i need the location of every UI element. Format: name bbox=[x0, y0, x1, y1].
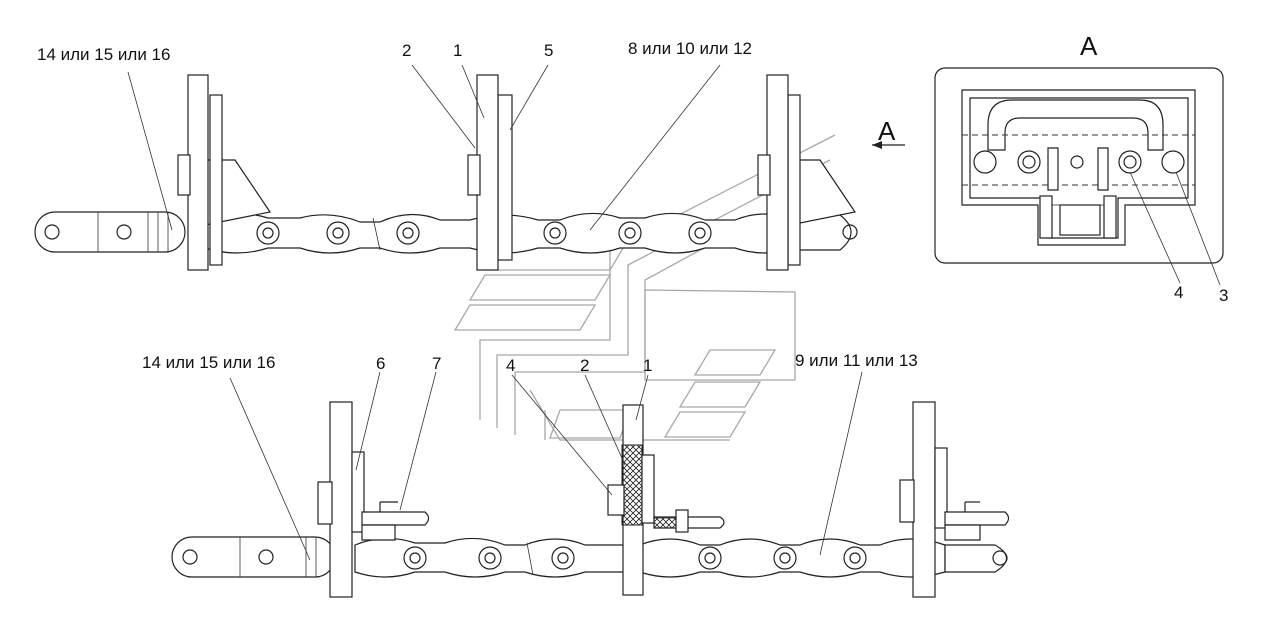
top-end-link bbox=[34, 211, 186, 253]
label-top-2: 2 bbox=[402, 41, 412, 60]
bottom-scraper-1 bbox=[317, 401, 430, 598]
label-bottom-6: 6 bbox=[376, 354, 386, 373]
label-top-right-parts: 8 или 10 или 12 bbox=[628, 39, 752, 58]
label-view-arrow: А bbox=[878, 116, 896, 146]
top-scraper-2 bbox=[467, 74, 513, 271]
label-bottom-left-parts: 14 или 15 или 16 bbox=[142, 353, 276, 372]
top-scraper-1 bbox=[177, 74, 272, 271]
leader-lines bbox=[127, 64, 1221, 561]
label-bottom-4: 4 bbox=[506, 356, 516, 375]
bottom-scraper-3 bbox=[899, 401, 1010, 598]
label-bottom-right-parts: 9 или 11 или 13 bbox=[795, 351, 918, 370]
label-bottom-7: 7 bbox=[432, 354, 442, 373]
label-top-left-parts: 14 или 15 или 16 bbox=[37, 45, 171, 64]
bottom-chain bbox=[171, 401, 1010, 598]
label-view-4: 4 bbox=[1174, 283, 1184, 302]
label-view-title: А bbox=[1080, 31, 1098, 61]
top-chain bbox=[34, 74, 905, 271]
view-a-detail bbox=[934, 67, 1224, 264]
bottom-scraper-2-section bbox=[607, 404, 725, 596]
label-bottom-2: 2 bbox=[580, 356, 590, 375]
label-top-5: 5 bbox=[544, 41, 554, 60]
label-view-3: 3 bbox=[1219, 286, 1229, 305]
top-scraper-3 bbox=[757, 74, 857, 271]
label-bottom-1: 1 bbox=[643, 356, 653, 375]
label-top-1: 1 bbox=[453, 41, 463, 60]
